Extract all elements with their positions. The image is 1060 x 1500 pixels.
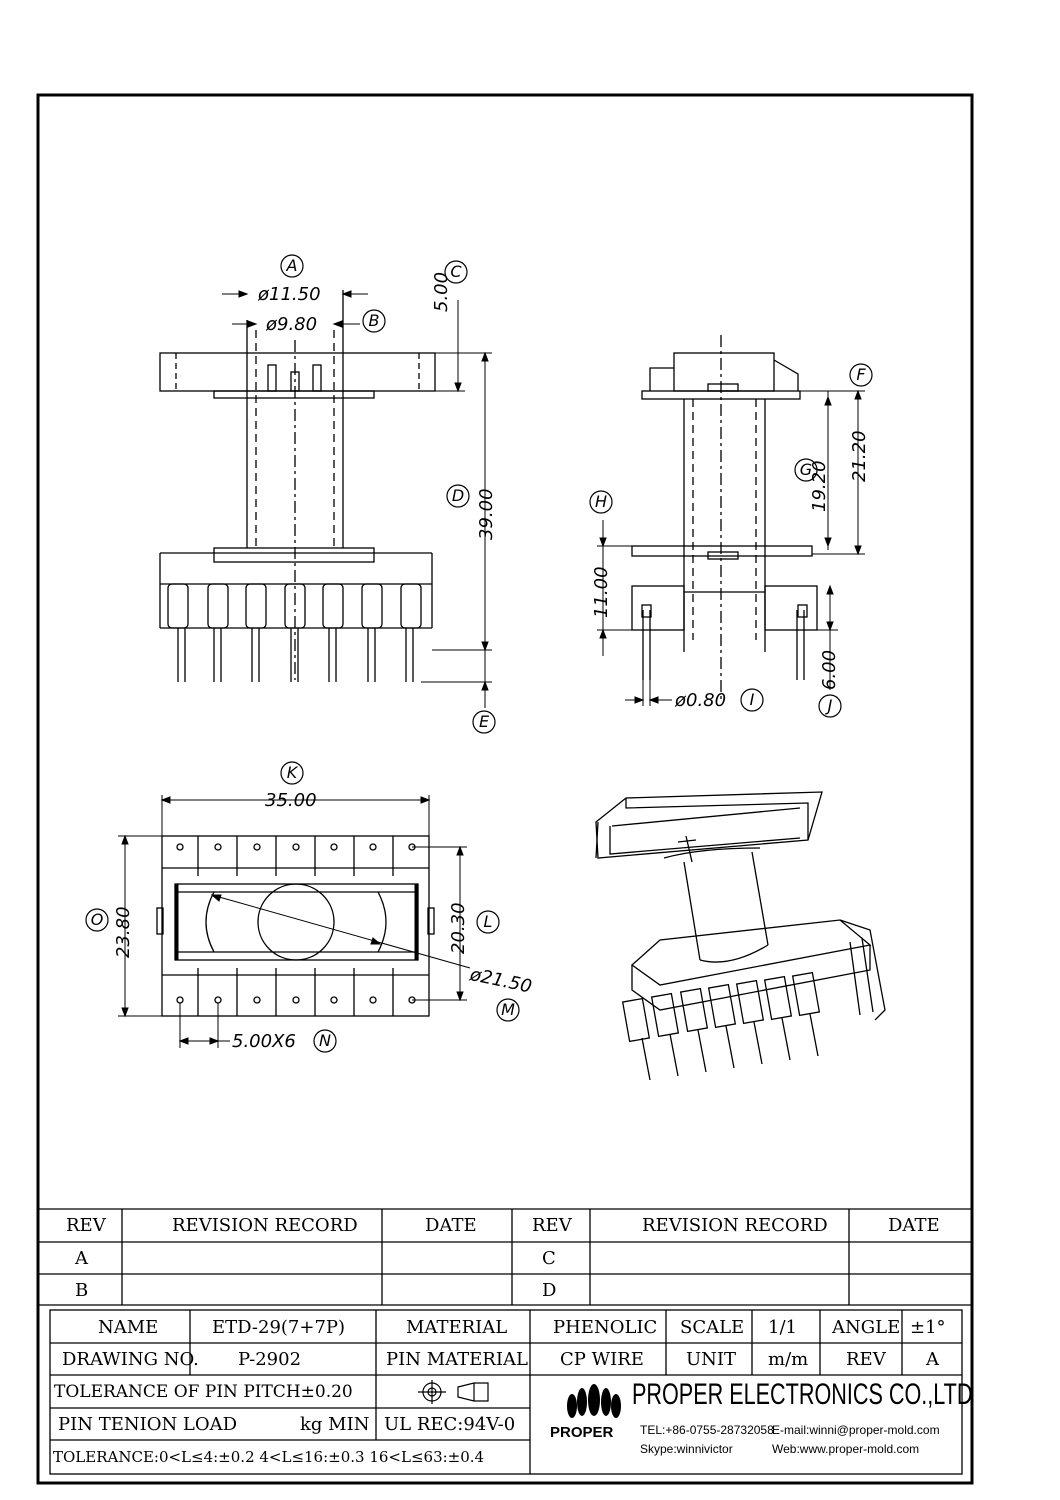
callout-balloons: [85, 254, 873, 1053]
revision-record-header-2: REVISION RECORD: [642, 1215, 828, 1236]
scale-label: SCALE: [680, 1317, 745, 1338]
angle-label: ANGLE: [832, 1317, 901, 1338]
balloon-i: I: [749, 690, 755, 709]
ul-rec: UL REC:94V-0: [384, 1414, 516, 1435]
side-view: [631, 335, 818, 700]
dim-a-value: ø11.50: [258, 284, 321, 305]
rev-label: REV: [846, 1349, 886, 1370]
name-value: ETD-29(7+7P): [212, 1317, 346, 1338]
angle-value: ±1°: [910, 1317, 946, 1338]
dim-k-value: 35.00: [265, 790, 317, 811]
dim-i-value: ø0.80: [675, 690, 727, 711]
dim-d-value: 39.00: [476, 488, 497, 540]
isometric-view: [595, 791, 886, 1081]
balloon-c: C: [450, 262, 462, 281]
title-block-grid: [49, 1309, 963, 1475]
balloon-e: E: [478, 712, 490, 731]
balloon-o: O: [90, 910, 104, 929]
pin-tension-label: PIN TENION LOAD: [58, 1414, 238, 1435]
dim-g-value: 19.20: [809, 460, 830, 512]
scale-value: 1/1: [768, 1317, 797, 1338]
company-name: PROPER ELECTRONICS CO.,LTD: [632, 1378, 973, 1411]
balloon-b: B: [368, 311, 380, 330]
dim-o-value: 23.80: [113, 906, 134, 958]
dim-h-value: 11.00: [591, 566, 612, 618]
balloon-a: A: [286, 256, 298, 275]
pin-tension-unit: kg MIN: [300, 1414, 370, 1435]
unit-value: m/m: [768, 1349, 809, 1370]
revision-table-grid: [38, 1208, 972, 1306]
rev-row-c: C: [542, 1248, 556, 1269]
rev-header-1: REV: [66, 1215, 106, 1236]
logo-text: PROPER: [550, 1424, 614, 1441]
projection-symbol: [418, 1380, 489, 1404]
front-view: [159, 290, 436, 682]
pin-material-value: CP WIRE: [560, 1349, 644, 1370]
unit-label: UNIT: [686, 1349, 737, 1370]
balloon-n: N: [319, 1031, 331, 1050]
isometric-pins: [621, 971, 821, 1081]
balloon-l: L: [483, 912, 493, 931]
dim-f-value: 21.20: [849, 430, 870, 482]
rev-row-d: D: [542, 1280, 557, 1301]
bottom-view-dimension-lines: [118, 795, 471, 1048]
date-header-2: DATE: [888, 1215, 940, 1236]
drawing-no-label: DRAWING NO.: [62, 1349, 199, 1370]
company-web: Web:www.proper-mold.com: [772, 1442, 920, 1456]
drawing-no-value: P-2902: [238, 1349, 302, 1370]
rev-row-b: B: [75, 1280, 89, 1301]
dim-j-value: 6.00: [819, 649, 840, 690]
pin-material-label: PIN MATERIAL: [386, 1349, 528, 1370]
dim-m-value: ø21.50: [468, 964, 534, 998]
balloon-m: M: [501, 1000, 515, 1019]
balloon-g: G: [799, 460, 813, 479]
sheet-border: [36, 93, 974, 1485]
balloon-j: J: [827, 696, 833, 715]
dim-n-value: 5.00X6: [232, 1031, 296, 1052]
front-view-dimension-lines: [222, 290, 492, 708]
balloon-k: K: [286, 763, 298, 782]
rev-row-a: A: [75, 1248, 88, 1269]
company-email: E-mail:winni@proper-mold.com: [772, 1423, 940, 1437]
proper-logo-icon: [567, 1384, 621, 1418]
tolerance-pin-pitch: TOLERANCE OF PIN PITCH±0.20: [54, 1382, 353, 1402]
balloon-h: H: [594, 492, 608, 511]
balloon-d: D: [451, 486, 465, 505]
revision-record-header-1: REVISION RECORD: [172, 1215, 358, 1236]
dim-c-value: 5.00: [431, 271, 452, 312]
dim-b-value: ø9.80: [266, 314, 318, 335]
rev-header-2: REV: [532, 1215, 572, 1236]
name-label: NAME: [98, 1317, 159, 1338]
material-value: PHENOLIC: [553, 1317, 658, 1338]
side-view-dimension-lines: [597, 389, 865, 706]
front-view-pins: [167, 583, 422, 682]
company-tel: TEL:+86-0755-28732058: [640, 1423, 774, 1437]
tolerance-line: TOLERANCE:0<L≤4:±0.2 4<L≤16:±0.3 16<L≤63…: [53, 1448, 485, 1466]
material-label: MATERIAL: [406, 1317, 508, 1338]
company-skype: Skype:winnivictor: [640, 1442, 733, 1456]
dim-l-value: 20.30: [448, 902, 469, 954]
date-header-1: DATE: [425, 1215, 477, 1236]
balloon-f: F: [856, 365, 866, 384]
rev-value: A: [926, 1349, 939, 1370]
